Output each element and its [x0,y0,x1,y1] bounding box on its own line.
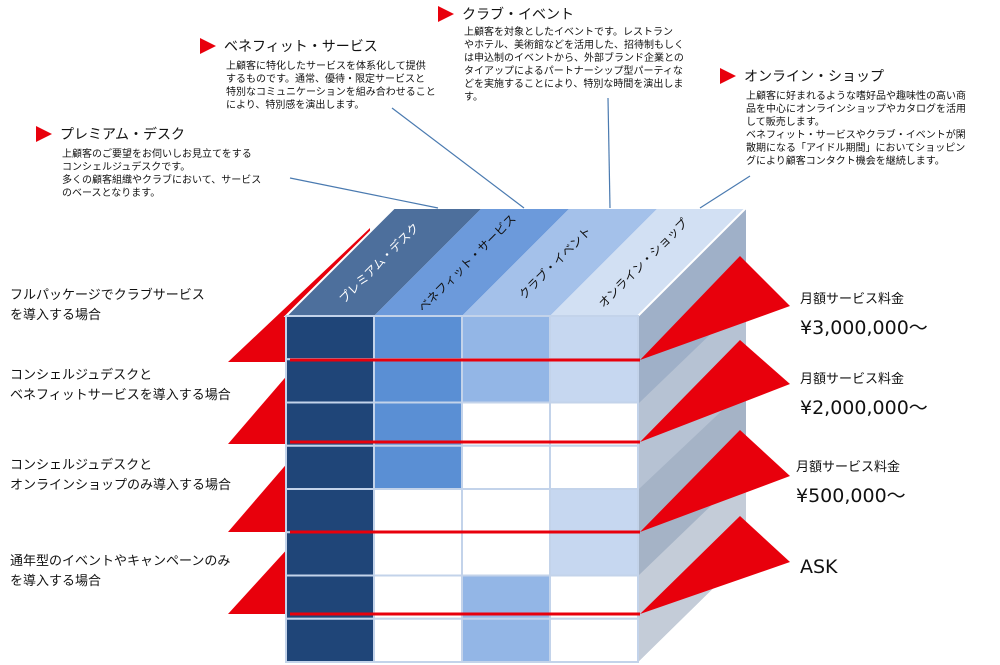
price-block-1: 月額サービス料金 ¥3,000,000～ [800,288,928,340]
grid-cell [461,574,551,620]
grid-cell [461,401,551,447]
pointer-triangle-icon [36,126,52,142]
grid-cell [373,358,463,404]
pointer-triangle-icon [200,38,216,54]
grid-cell [549,531,639,577]
price-value: ¥3,000,000～ [800,317,928,339]
price-block-3: 月額サービス料金 ¥500,000～ [796,456,906,508]
grid-cell [461,488,551,534]
grid-cell [285,617,375,663]
grid-cell [285,358,375,404]
grid-cell [373,531,463,577]
row-wedge-left-2 [228,372,290,444]
grid-cell [373,617,463,663]
callout-title: ベネフィット・サービス [224,39,378,55]
price-block-2: 月額サービス料金 ¥2,000,000～ [800,368,928,420]
top-strip-2 [374,208,570,316]
grid-cell [461,617,551,663]
grid-cell [461,315,551,361]
connector-online [699,175,751,209]
top-strip-1 [286,208,482,316]
callout-desc: 上顧客に特化したサービスを体系化して提供 するものです。通常、優待・限定サービス… [226,61,436,111]
row-wedge-right-4 [640,516,790,614]
grid-cell [373,315,463,361]
row-label-4: 通年型のイベントやキャンペーンのみ を導入する場合 [10,554,231,589]
grid-cell [373,574,463,620]
row-label-2: コンシェルジュデスクと ベネフィットサービスを導入する場合 [10,368,231,403]
grid-cell [549,488,639,534]
row-label-3: コンシェルジュデスクと オンラインショップのみ導入する場合 [10,458,232,493]
grid-cell [549,574,639,620]
price-value: ¥500,000～ [796,485,906,507]
price-label: 月額サービス料金 [800,292,905,307]
grid-cell [373,444,463,490]
callout-title: プレミアム・デスク [60,127,186,143]
grid-cell [285,531,375,577]
top-strip-3 [462,208,658,316]
row-wedge-right-1 [640,256,790,360]
row-wedge-right-3 [640,430,790,532]
price-label: 月額サービス料金 [800,372,905,387]
grid-cell [285,574,375,620]
pointer-triangle-icon [720,68,736,84]
grid-cell [285,444,375,490]
top-strip-4 [550,208,746,316]
grid-cell [549,401,639,447]
callout-desc: 上顧客を対象としたイベントです。レストラン やホテル、美術館などを活用した、招待… [464,27,684,103]
grid-cell [285,401,375,447]
callout-premium-desk: プレミアム・デスク 上顧客のご要望をお伺いしお見立てをする コンシェルジュデスク… [36,124,261,200]
price-value: ¥2,000,000～ [800,397,928,419]
grid-cell [373,488,463,534]
grid-cell [549,617,639,663]
callout-title: クラブ・イベント [462,7,574,23]
callout-benefit-service: ベネフィット・サービス 上顧客に特化したサービスを体系化して提供 するものです。… [200,36,436,112]
callout-club-event: クラブ・イベント 上顧客を対象としたイベントです。レストラン やホテル、美術館な… [438,4,684,104]
callout-desc: 上顧客のご要望をお伺いしお見立てをする コンシェルジュデスクです。 多くの顧客組… [62,149,262,199]
grid-cell [549,358,639,404]
row-wedge-left-4 [228,546,290,614]
connector-desk [289,177,439,209]
row-wedge-right-2 [640,340,790,442]
grid-cell [549,444,639,490]
grid-cell [461,531,551,577]
grid-cell [373,401,463,447]
pointer-triangle-icon [438,6,454,22]
grid-cell [461,358,551,404]
callout-title: オンライン・ショップ [744,69,884,85]
callout-desc: 上顧客に好まれるような嗜好品や趣味性の高い商 品を中心にオンラインショップやカタ… [746,91,966,167]
connector-benefit [391,107,525,209]
price-ask: ASK [800,556,838,578]
grid-cell [285,315,375,361]
connector-club [607,97,611,209]
row-wedge-left-3 [228,460,290,532]
callout-online-shop: オンライン・ショップ 上顧客に好まれるような嗜好品や趣味性の高い商 品を中心にオ… [720,66,966,168]
grid-cell [461,444,551,490]
row-label-1: フルパッケージでクラブサービス を導入する場合 [10,288,205,323]
price-label: 月額サービス料金 [796,460,901,475]
grid-cell [285,488,375,534]
grid-cell [549,315,639,361]
